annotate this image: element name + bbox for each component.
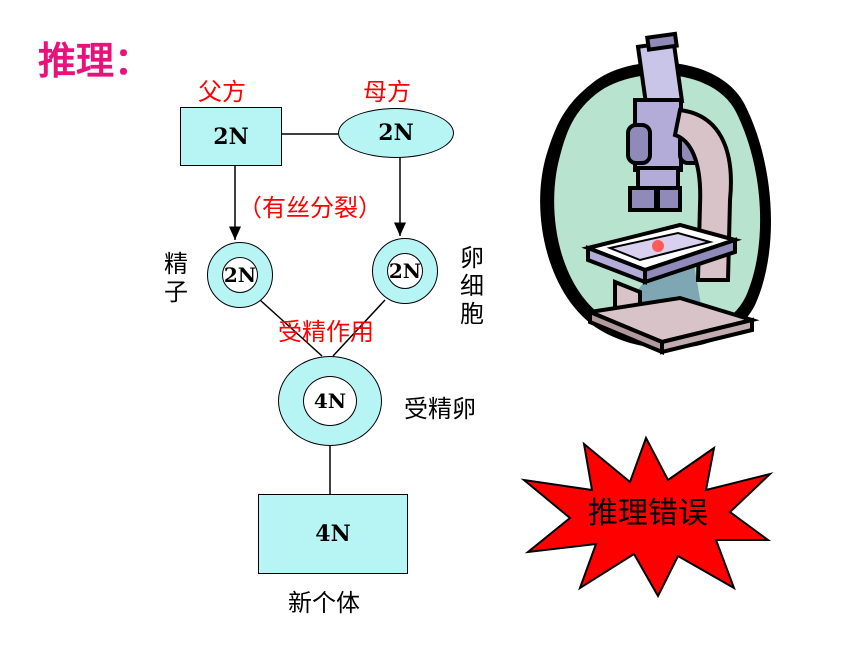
father-value: 2N xyxy=(213,123,249,150)
sperm-label: 精子 xyxy=(164,250,188,306)
fertilization-label: 受精作用 xyxy=(278,318,374,346)
sperm-zygote-line xyxy=(259,299,323,357)
sperm-cell: 2N xyxy=(207,242,273,308)
starburst-icon xyxy=(520,435,774,599)
microscope-icon xyxy=(540,31,772,355)
egg-cell: 2N xyxy=(372,238,438,304)
offspring-node: 4N xyxy=(258,494,408,574)
mother-value: 2N xyxy=(378,120,414,146)
sperm-value: 2N xyxy=(223,263,257,287)
egg-value: 2N xyxy=(388,259,422,283)
division-label: （有丝分裂） xyxy=(238,194,382,222)
father-node: 2N xyxy=(180,107,282,166)
offspring-value: 4N xyxy=(315,521,351,547)
verdict-label: 推理错误 xyxy=(588,496,708,531)
egg-zygote-line xyxy=(332,299,386,357)
mother-node: 2N xyxy=(338,108,454,158)
zygote-value: 4N xyxy=(313,389,347,413)
egg-label: 卵细胞 xyxy=(460,244,484,328)
father-label: 父方 xyxy=(198,78,246,106)
offspring-label: 新个体 xyxy=(288,589,360,617)
zygote-label: 受精卵 xyxy=(404,395,476,423)
zygote-cell: 4N xyxy=(278,356,382,446)
slide-title: 推理： xyxy=(38,39,153,83)
mother-label: 母方 xyxy=(363,78,411,106)
